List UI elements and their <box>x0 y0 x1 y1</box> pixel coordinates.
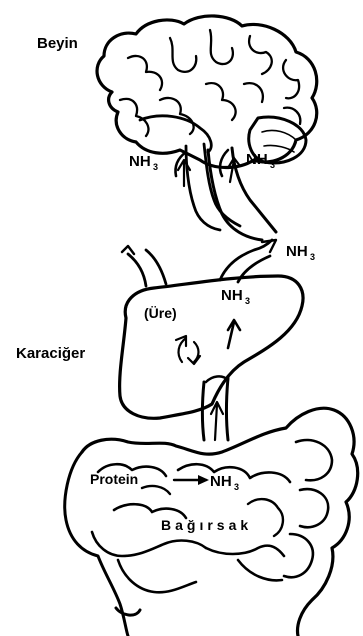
nh3-subscript: 3 <box>153 162 158 172</box>
nh3-subscript: 3 <box>245 296 250 306</box>
nh3-label-brain-left: NH 3 <box>129 153 158 172</box>
label-protein: Protein <box>90 471 138 487</box>
label-brain: Beyin <box>37 35 78 52</box>
liver-illustration <box>120 276 303 418</box>
nh3-label-intestine: NH 3 <box>210 473 239 492</box>
brain-illustration <box>97 16 317 240</box>
nh3-text: NH <box>129 153 151 170</box>
nh3-subscript: 3 <box>310 252 315 262</box>
label-intestine: Bağırsak <box>161 517 252 533</box>
nh3-subscript: 3 <box>234 482 239 492</box>
nh3-subscript: 3 <box>270 160 275 170</box>
protein-to-ammonia-arrow <box>174 475 209 485</box>
nh3-text: NH <box>221 287 243 304</box>
nh3-text: NH <box>210 473 232 490</box>
nh3-label-brain-right: NH 3 <box>246 151 275 170</box>
nh3-text: NH <box>246 151 268 168</box>
nh3-label-outflow: NH 3 <box>286 243 315 262</box>
blood-vessels-above-liver <box>122 240 276 286</box>
nh3-label-liver: NH 3 <box>221 287 250 306</box>
label-urea: (Üre) <box>144 305 177 321</box>
nh3-text: NH <box>286 243 308 260</box>
label-liver: Karaciğer <box>16 345 85 362</box>
